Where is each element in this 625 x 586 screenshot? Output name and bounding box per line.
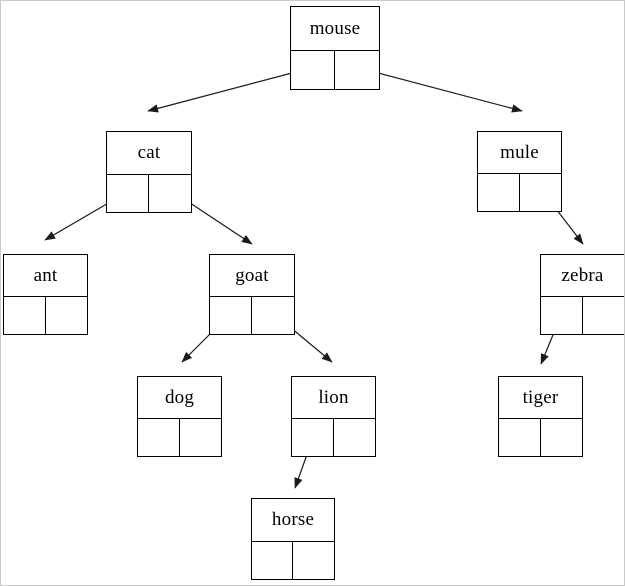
tree-node-mule[interactable]: mule (477, 131, 562, 212)
left-pointer-cell-dog[interactable] (138, 419, 180, 456)
left-pointer-cell-zebra[interactable] (541, 297, 583, 334)
right-pointer-cell-zebra[interactable] (583, 297, 625, 334)
node-pointer-row-tiger (499, 418, 582, 456)
node-pointer-row-mouse (291, 49, 379, 89)
tree-node-dog[interactable]: dog (137, 376, 222, 457)
right-pointer-cell-lion[interactable] (334, 419, 376, 456)
tree-node-goat[interactable]: goat (209, 254, 295, 335)
node-pointer-row-lion (292, 418, 375, 456)
right-pointer-cell-goat[interactable] (252, 297, 294, 334)
left-pointer-cell-cat[interactable] (107, 174, 149, 212)
tree-node-lion[interactable]: lion (291, 376, 376, 457)
right-pointer-cell-ant[interactable] (46, 297, 88, 334)
right-pointer-cell-mouse[interactable] (335, 51, 379, 89)
left-pointer-cell-mule[interactable] (478, 174, 520, 211)
node-pointer-row-goat (210, 296, 294, 334)
left-pointer-cell-ant[interactable] (4, 297, 46, 334)
right-pointer-cell-mule[interactable] (520, 174, 562, 211)
node-label-goat: goat (235, 265, 269, 287)
node-label-horse: horse (271, 509, 315, 531)
tree-node-tiger[interactable]: tiger (498, 376, 583, 457)
tree-node-ant[interactable]: ant (3, 254, 88, 335)
node-pointer-row-zebra (541, 296, 624, 334)
left-pointer-cell-horse[interactable] (252, 541, 293, 579)
node-label-lion: lion (318, 387, 349, 409)
left-pointer-cell-mouse[interactable] (291, 50, 335, 89)
right-pointer-cell-horse[interactable] (293, 542, 334, 579)
right-pointer-cell-cat[interactable] (149, 175, 191, 212)
node-label-zebra: zebra (561, 265, 604, 287)
node-label-cat: cat (137, 142, 161, 164)
node-pointer-row-mule (478, 173, 561, 211)
left-pointer-cell-goat[interactable] (210, 297, 252, 334)
tree-node-cat[interactable]: cat (106, 131, 192, 213)
right-pointer-cell-dog[interactable] (180, 419, 222, 456)
node-label-tiger: tiger (522, 387, 559, 409)
node-label-ant: ant (33, 265, 58, 287)
tree-node-mouse[interactable]: mouse (290, 6, 380, 90)
node-pointer-row-horse (252, 540, 334, 579)
node-pointer-row-ant (4, 296, 87, 334)
left-pointer-cell-lion[interactable] (292, 419, 334, 456)
tree-node-horse[interactable]: horse (251, 498, 335, 580)
node-label-mouse: mouse (309, 17, 361, 39)
edge-mouse-cat (147, 68, 308, 113)
left-pointer-cell-tiger[interactable] (499, 419, 541, 456)
node-label-dog: dog (164, 387, 195, 409)
edge-mouse-mule (362, 68, 523, 113)
node-pointer-row-cat (107, 173, 191, 212)
tree-node-zebra[interactable]: zebra (540, 254, 624, 335)
right-pointer-cell-tiger[interactable] (541, 419, 583, 456)
node-pointer-row-dog (138, 418, 221, 456)
node-label-mule: mule (500, 142, 539, 164)
